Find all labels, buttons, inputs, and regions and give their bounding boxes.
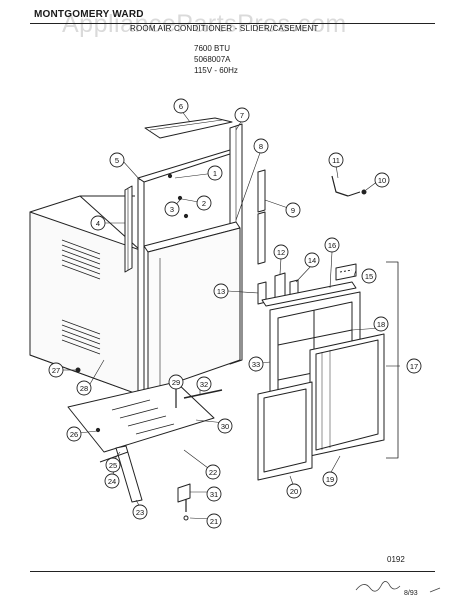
callout-21: 21: [206, 513, 222, 529]
callout-label: 7: [240, 111, 244, 120]
callout-label: 12: [277, 248, 285, 257]
diagram-code: 0192: [387, 555, 405, 564]
support-leg: [115, 445, 143, 503]
spec-btu: 7600 BTU: [194, 44, 231, 53]
callout-7: 7: [234, 107, 250, 123]
callout-13: 13: [213, 283, 229, 299]
cabinet-shell: [29, 195, 141, 396]
callout-label: 32: [200, 380, 208, 389]
seal-upper: [257, 169, 266, 213]
callout-24: 24: [104, 473, 120, 489]
left-side-rail: [124, 185, 133, 273]
callout-label: 27: [52, 366, 60, 375]
top-panel: [144, 117, 233, 139]
callout-11: 11: [328, 152, 344, 168]
callout-30: 30: [217, 418, 233, 434]
callout-label: 26: [70, 430, 78, 439]
callout-label: 17: [410, 362, 418, 371]
callout-28: 28: [76, 380, 92, 396]
sliding-panel: [309, 333, 385, 457]
hinge: [177, 483, 191, 503]
callout-label: 8: [259, 142, 263, 151]
spec-voltage: 115V - 60Hz: [194, 66, 238, 75]
callout-19: 19: [322, 471, 338, 487]
support-plate: [67, 381, 215, 453]
callout-label: 5: [115, 156, 119, 165]
footer-rule: [30, 571, 435, 572]
callout-label: 10: [378, 176, 386, 185]
callout-27: 27: [48, 362, 64, 378]
frame-assembly: [137, 123, 243, 393]
callout-17: 17: [406, 358, 422, 374]
callout-15: 15: [361, 268, 377, 284]
callout-25: 25: [105, 457, 121, 473]
top-channel: [261, 281, 357, 307]
spec-model-number: 5068007A: [194, 55, 231, 64]
callout-31: 31: [206, 486, 222, 502]
callout-26: 26: [66, 426, 82, 442]
callout-10: 10: [374, 172, 390, 188]
callout-label: 11: [332, 156, 340, 165]
callout-29: 29: [168, 374, 184, 390]
callout-label: 1: [213, 169, 217, 178]
callout-32: 32: [196, 376, 212, 392]
callout-20: 20: [286, 483, 302, 499]
callout-5: 5: [109, 152, 125, 168]
callout-label: 4: [96, 219, 100, 228]
callout-label: 22: [209, 468, 217, 477]
footer-date: 8/93: [404, 590, 418, 597]
callout-label: 28: [80, 384, 88, 393]
callout-label: 3: [170, 205, 174, 214]
callout-label: 15: [365, 272, 373, 281]
callout-label: 6: [179, 102, 183, 111]
lower-panel: [257, 381, 313, 481]
callout-label: 23: [136, 508, 144, 517]
callout-33: 33: [248, 356, 264, 372]
callout-label: 14: [308, 256, 316, 265]
rod: [183, 389, 223, 399]
callout-18: 18: [373, 316, 389, 332]
bracket: [331, 175, 349, 197]
callout-label: 16: [328, 241, 336, 250]
callout-23: 23: [132, 504, 148, 520]
callout-label: 33: [252, 360, 260, 369]
callout-22: 22: [205, 464, 221, 480]
callout-1: 1: [207, 165, 223, 181]
header-rule: [30, 23, 435, 24]
callout-8: 8: [253, 138, 269, 154]
signature-scribble: [355, 581, 401, 592]
callout-label: 24: [108, 477, 116, 486]
stopper: [335, 263, 357, 281]
callout-label: 2: [202, 199, 206, 208]
callout-label: 9: [291, 206, 295, 215]
callout-14: 14: [304, 252, 320, 268]
callout-label: 13: [217, 287, 225, 296]
callout-label: 18: [377, 320, 385, 329]
callout-4: 4: [90, 215, 106, 231]
callout-label: 29: [172, 378, 180, 387]
callout-label: 30: [221, 422, 229, 431]
callout-label: 31: [210, 490, 218, 499]
callout-3: 3: [164, 201, 180, 217]
assembly-bracket-17: [386, 261, 399, 459]
callout-label: 20: [290, 487, 298, 496]
brand-title: MONTGOMERY WARD: [34, 9, 144, 20]
callout-12: 12: [273, 244, 289, 260]
callout-9: 9: [285, 202, 301, 218]
callout-16: 16: [324, 237, 340, 253]
callout-label: 21: [210, 517, 218, 526]
seal-lower: [257, 211, 266, 265]
callout-2: 2: [196, 195, 212, 211]
callout-6: 6: [173, 98, 189, 114]
callout-label: 19: [326, 475, 334, 484]
model-subtitle: ROOM AIR CONDITIONER - SLIDER/CASEMENT: [130, 24, 319, 33]
callout-label: 25: [109, 461, 117, 470]
